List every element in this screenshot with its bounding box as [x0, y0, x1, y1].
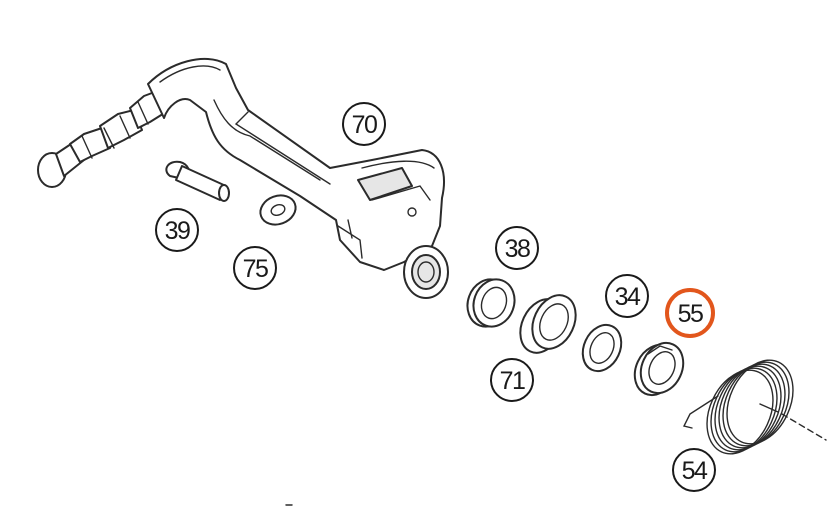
bushing-part	[519, 294, 577, 354]
callout-34[interactable]: 34	[605, 274, 649, 318]
callout-70-label: 70	[352, 111, 377, 139]
callout-75[interactable]: 75	[233, 246, 277, 290]
spring-retainer-part	[633, 341, 685, 397]
callout-38-label: 38	[505, 235, 530, 263]
shim-ring-part	[466, 278, 516, 328]
callout-39[interactable]: 39	[155, 208, 199, 252]
thin-washer-part	[581, 323, 623, 373]
lever-foot-peg	[37, 89, 167, 188]
washer-part	[259, 194, 297, 226]
callout-34-label: 34	[615, 283, 641, 311]
bolt-part	[165, 160, 230, 202]
callout-54[interactable]: 54	[672, 448, 716, 492]
callout-75-label: 75	[243, 255, 268, 283]
callout-70[interactable]: 70	[342, 102, 386, 146]
callout-54-label: 54	[682, 457, 708, 485]
callout-38[interactable]: 38	[495, 226, 539, 270]
kickstart-spring-part	[682, 359, 827, 455]
callout-39-label: 39	[165, 217, 190, 245]
callout-71-label: 71	[500, 367, 525, 395]
callout-55-label: 55	[678, 300, 703, 328]
callout-55-highlighted[interactable]: 55	[665, 288, 715, 338]
kickstart-lever-part	[37, 57, 449, 299]
callout-71[interactable]: 71	[490, 358, 534, 402]
